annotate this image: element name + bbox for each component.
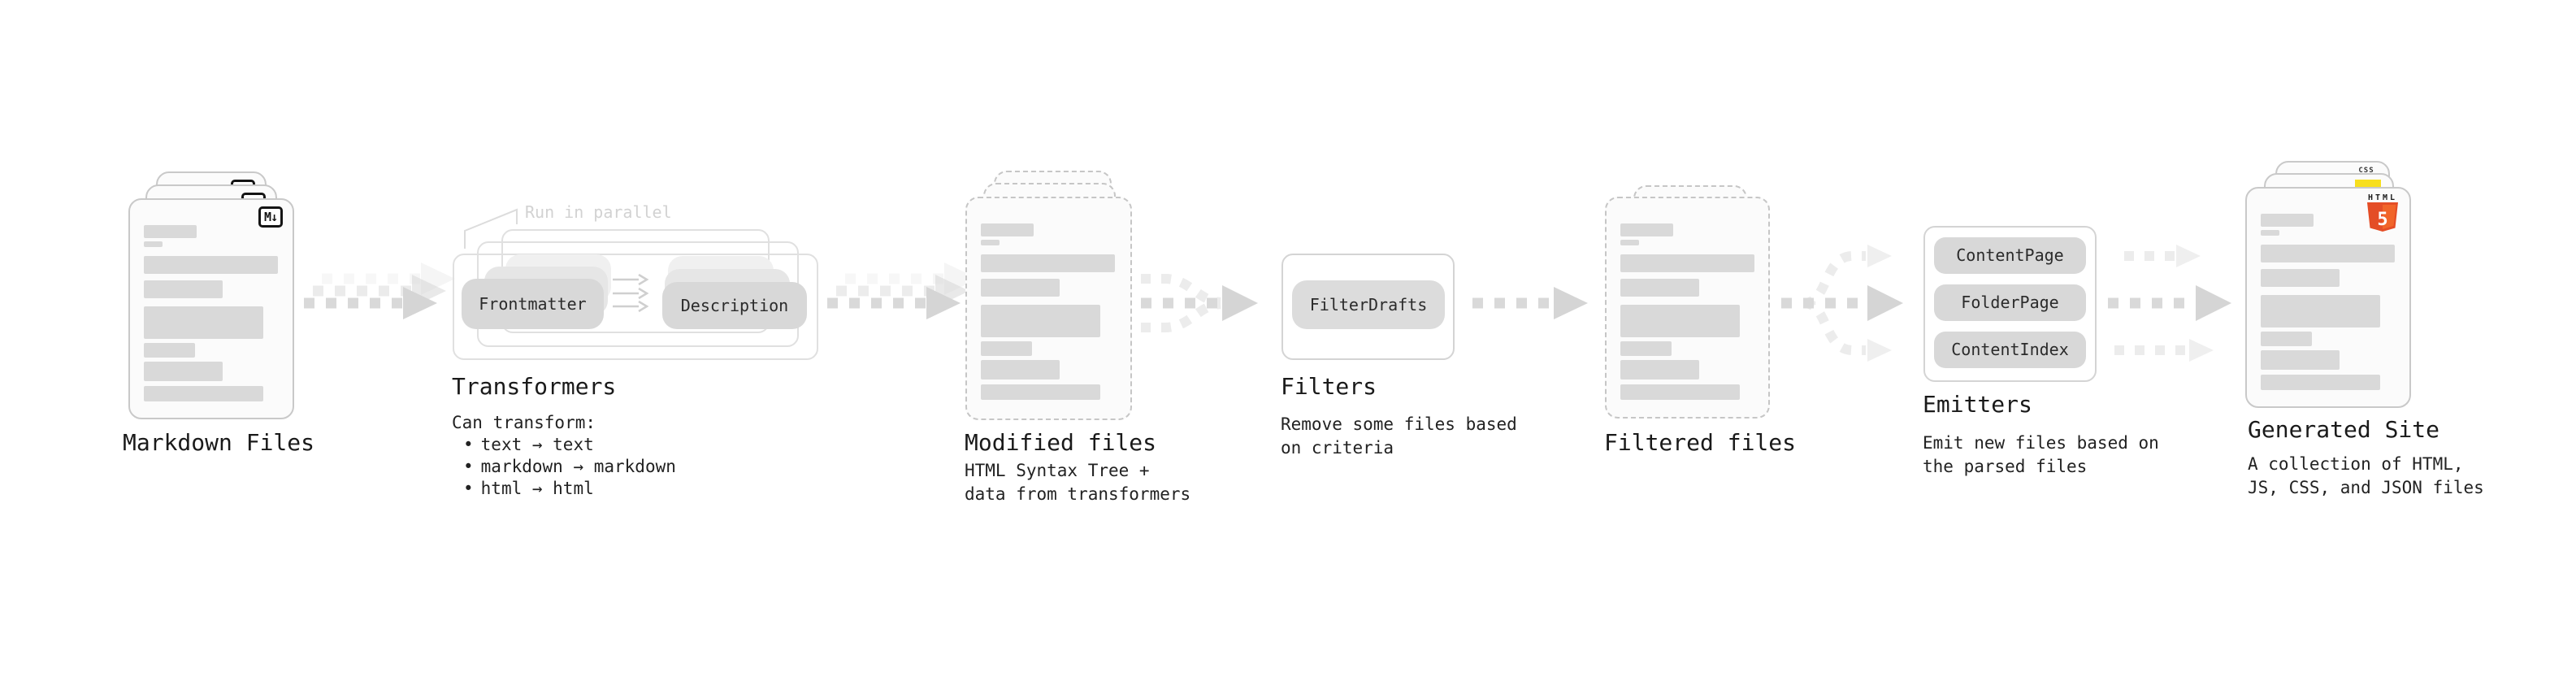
modified-files-note: HTML Syntax Tree + data from transformer… bbox=[965, 461, 1191, 504]
emitters-note: Emit new files based on the parsed files bbox=[1923, 433, 2159, 476]
content-bar bbox=[144, 280, 223, 298]
transform-bullet: •text → text bbox=[463, 435, 594, 454]
contentindex-pill: ContentIndex bbox=[1934, 332, 2086, 368]
content-bar bbox=[1620, 384, 1740, 400]
bullet-icon: • bbox=[463, 479, 474, 498]
content-bar bbox=[981, 384, 1100, 400]
content-bar bbox=[144, 225, 197, 238]
run-in-parallel-label: Run in parallel bbox=[525, 202, 672, 222]
content-bar bbox=[2261, 214, 2314, 227]
content-bar bbox=[2261, 375, 2380, 390]
filtered-file-card bbox=[1605, 197, 1770, 419]
transformers-label: Transformers bbox=[452, 373, 617, 400]
svg-text:5: 5 bbox=[2377, 210, 2387, 230]
markdown-files-label: Markdown Files bbox=[123, 429, 315, 456]
content-bar bbox=[144, 306, 263, 339]
filtered-files-label: Filtered files bbox=[1604, 429, 1797, 456]
content-bar bbox=[144, 256, 278, 274]
transform-bullet: •markdown → markdown bbox=[463, 457, 676, 476]
filters-note: Remove some files based on criteria bbox=[1281, 414, 1517, 458]
modified-files-label: Modified files bbox=[965, 429, 1157, 456]
content-bar bbox=[1620, 360, 1699, 380]
content-bar bbox=[981, 254, 1115, 272]
filters-label: Filters bbox=[1281, 373, 1377, 400]
arrow-filtered-to-emitters bbox=[1781, 245, 1903, 362]
content-bar bbox=[144, 362, 223, 381]
folderpage-pill: FolderPage bbox=[1934, 284, 2086, 321]
content-bar bbox=[981, 240, 1000, 245]
transformer-run-box bbox=[453, 254, 818, 360]
html-file-card: HTML 5 bbox=[2245, 187, 2411, 408]
can-transform-title: Can transform: bbox=[452, 413, 596, 432]
content-bar bbox=[2261, 269, 2340, 287]
arrow-markdown-to-transformers bbox=[304, 262, 455, 319]
content-bar bbox=[1620, 240, 1639, 245]
content-bar bbox=[2261, 245, 2395, 262]
contentpage-pill: ContentPage bbox=[1934, 237, 2086, 274]
content-bar bbox=[144, 343, 195, 358]
content-bar bbox=[1620, 223, 1673, 236]
content-bar bbox=[2261, 230, 2279, 236]
modified-file-card bbox=[965, 197, 1132, 420]
filterdrafts-pill: FilterDrafts bbox=[1292, 280, 1445, 329]
content-bar bbox=[144, 241, 163, 247]
content-bar bbox=[144, 386, 263, 401]
generated-site-label: Generated Site bbox=[2248, 416, 2440, 443]
arrow-filters-to-filtered bbox=[1472, 287, 1588, 319]
transform-bullet: •html → html bbox=[463, 479, 594, 498]
generated-site-note: A collection of HTML, JS, CSS, and JSON … bbox=[2248, 454, 2484, 497]
content-bar bbox=[1620, 341, 1672, 356]
html5-icon: HTML 5 bbox=[2367, 193, 2398, 232]
transformers-note: Can transform: •text → text •markdown → … bbox=[452, 411, 676, 500]
content-bar bbox=[2261, 350, 2340, 370]
content-bar bbox=[1620, 279, 1699, 297]
content-bar bbox=[2261, 295, 2380, 327]
description-pill: Description bbox=[662, 282, 807, 329]
markdown-file-card: M↓ bbox=[128, 198, 294, 419]
content-bar bbox=[981, 360, 1060, 380]
bullet-icon: • bbox=[463, 457, 474, 476]
content-bar bbox=[2261, 332, 2312, 346]
content-bar bbox=[981, 279, 1060, 297]
content-bar bbox=[981, 341, 1032, 356]
run-in-parallel-leader-line bbox=[464, 208, 518, 249]
content-bar bbox=[1620, 254, 1754, 272]
arrow-transformers-to-modified bbox=[827, 262, 978, 319]
content-bar bbox=[981, 305, 1100, 337]
arrow-emitters-to-site bbox=[2108, 245, 2231, 362]
frontmatter-pill: Frontmatter bbox=[462, 279, 604, 329]
content-bar bbox=[1620, 305, 1740, 337]
bullet-icon: • bbox=[463, 435, 474, 454]
markdown-icon: M↓ bbox=[258, 206, 283, 228]
arrow-modified-to-filters bbox=[1141, 274, 1258, 332]
emitters-label: Emitters bbox=[1923, 391, 2032, 418]
content-bar bbox=[981, 223, 1034, 236]
transform-flow-arrows bbox=[613, 273, 649, 313]
